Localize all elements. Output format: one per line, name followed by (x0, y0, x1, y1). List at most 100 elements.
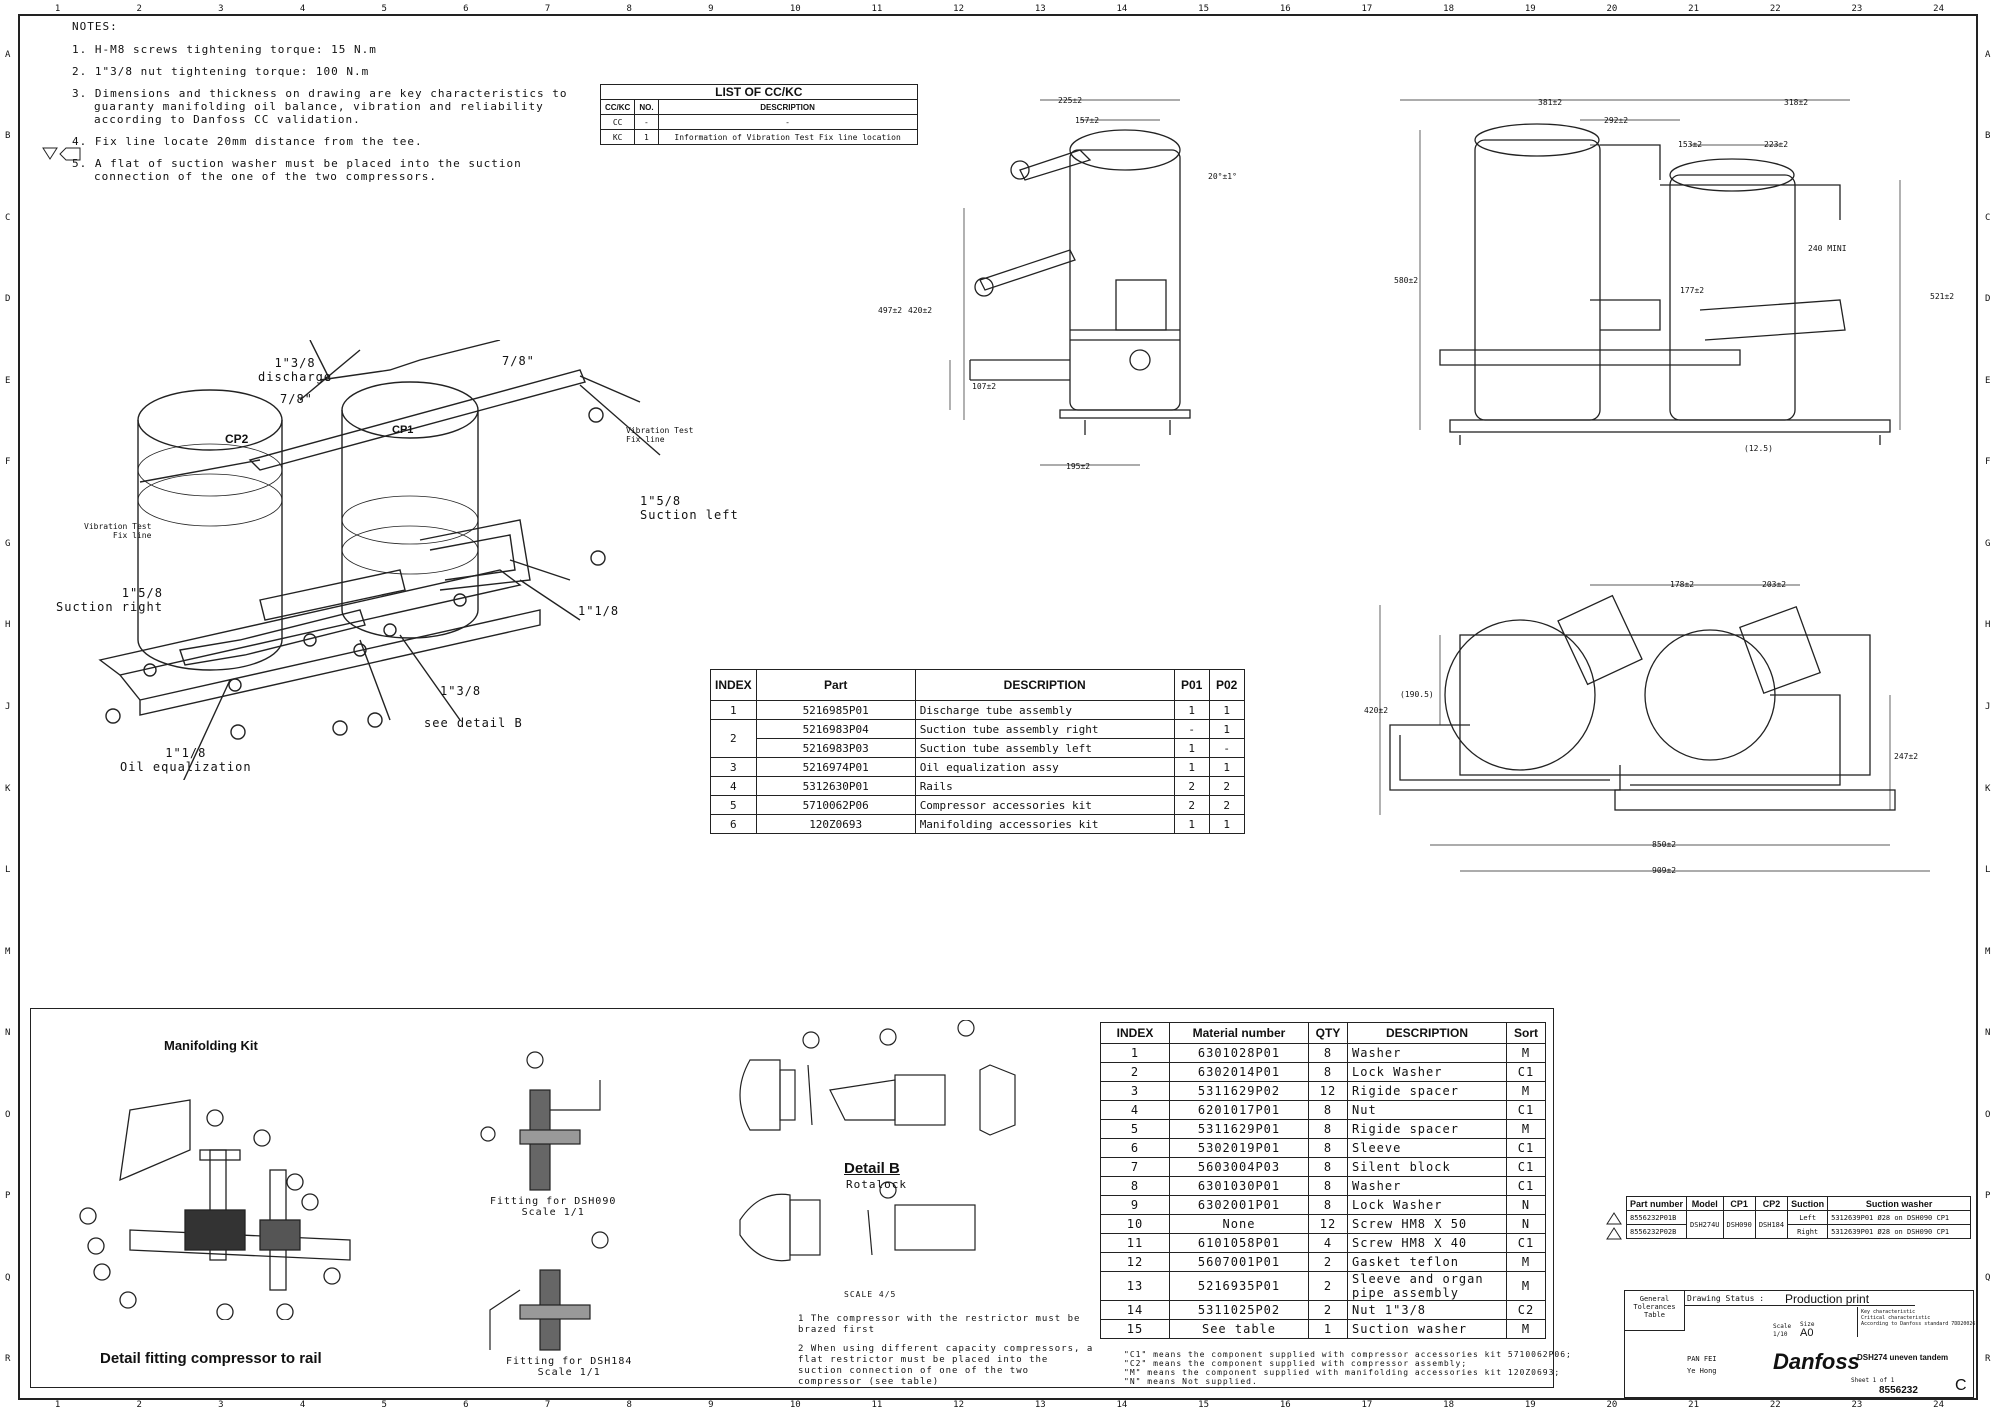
material-cell: 2 (1308, 1300, 1348, 1320)
p02-cell: 1 (1208, 700, 1245, 720)
part-number-table: Part number Model CP1 CP2 Suction Suctio… (1625, 1196, 1972, 1239)
suction-right-label: 1"5/8 Suction right (56, 586, 163, 614)
material-cell: 9 (1100, 1195, 1170, 1215)
suction-left-label: 1"5/8 Suction left (640, 494, 739, 522)
material-cell: 1 (1308, 1319, 1348, 1339)
tube-size-label: 1"1/8 (578, 604, 620, 618)
material-cell: 8 (1100, 1176, 1170, 1196)
material-cell: 6302001P01 (1169, 1195, 1309, 1215)
dimension-381: 381±2 (1538, 98, 1563, 107)
dimension-521: 521±2 (1930, 292, 1955, 301)
material-cell: None (1169, 1214, 1309, 1234)
material-cell: C2 (1506, 1300, 1546, 1320)
material-cell: M (1506, 1043, 1546, 1063)
grid-reference: F (5, 457, 11, 468)
desc-cell: Manifolding accessories kit (914, 814, 1175, 834)
cckc-header: CC/KC (599, 99, 636, 115)
grid-reference: 9 (708, 1400, 714, 1410)
grid-reference: R (1985, 1354, 1991, 1365)
cckc-cell: 1 (634, 129, 659, 145)
manifolding-kit-frame (30, 1008, 1554, 1388)
part-cell: 5216983P03 (755, 738, 916, 758)
dimension-497: 497±2 (878, 306, 903, 315)
dimension-580: 580±2 (1394, 276, 1419, 285)
material-cell: 5603004P03 (1169, 1157, 1309, 1177)
desc-cell: Compressor accessories kit (914, 795, 1175, 815)
grid-reference: 24 (1933, 4, 1944, 14)
dimension-203: 203±2 (1762, 580, 1787, 589)
desc-cell: Discharge tube assembly (914, 700, 1175, 720)
grid-reference: A (5, 49, 11, 60)
drawing-title: DSH274 uneven tandem (1857, 1353, 1949, 1362)
p01-cell: 1 (1173, 738, 1210, 758)
grid-reference: K (1985, 783, 1991, 794)
grid-reference: 11 (871, 1400, 883, 1410)
material-cell: 5 (1100, 1119, 1170, 1139)
drawing-number: 8556232 (1879, 1385, 1918, 1396)
index-header: Part (755, 669, 916, 701)
grid-reference: 3 (218, 4, 224, 14)
kit-note-1: 1 The compressor with the restrictor mus… (798, 1314, 1081, 1335)
index-cell: 5 (710, 795, 757, 815)
grid-reference: B (1985, 131, 1991, 142)
part-cell: 5710062P06 (755, 795, 916, 815)
table-row: 4 5312630P01 Rails 2 2 (710, 776, 1245, 796)
part-cell: 5216974P01 (755, 757, 916, 777)
divider (1685, 1305, 1915, 1306)
grid-reference: 15 (1198, 4, 1209, 14)
index-cell: 6 (710, 814, 757, 834)
dimension-292: 292±2 (1604, 116, 1629, 125)
dimension-240-mini: 240 MINI (1808, 244, 1847, 253)
material-cell: 6 (1100, 1138, 1170, 1158)
cp1-label: CP1 (392, 424, 414, 436)
grid-reference: D (1985, 294, 1991, 305)
note-4: 4. Fix line locate 20mm distance from th… (72, 135, 423, 148)
discharge-label: 1"3/8 discharge (258, 356, 333, 384)
index-cell: 3 (710, 757, 757, 777)
grid-reference: 13 (1034, 4, 1046, 14)
pn-header: Suction washer (1827, 1196, 1972, 1211)
grid-reference: P (1985, 1191, 1991, 1202)
material-cell: Washer (1347, 1176, 1507, 1196)
grid-reference: E (1985, 375, 1991, 386)
material-cell: Sleeve and organ pipe assembly (1347, 1271, 1507, 1301)
grid-reference: 12 (953, 4, 964, 14)
material-cell: Suction washer (1347, 1319, 1507, 1339)
cp2-label: CP2 (225, 432, 249, 446)
grid-reference: 2 (136, 1400, 142, 1410)
grid-reference: 6 (463, 4, 469, 14)
fitting-caption: Detail fitting compressor to rail (100, 1350, 322, 1367)
grid-reference: 18 (1443, 1400, 1454, 1410)
see-detail-label: see detail B (424, 716, 523, 730)
grid-reference: B (5, 131, 11, 142)
material-header: INDEX (1100, 1022, 1170, 1044)
cckc-cell: - (634, 114, 659, 130)
material-cell: Nut (1347, 1100, 1507, 1120)
grid-reference: C (5, 212, 11, 223)
grid-reference: M (5, 946, 11, 957)
material-cell: 14 (1100, 1300, 1170, 1320)
notes-block: NOTES: 1. H-M8 screws tightening torque:… (72, 20, 592, 192)
p02-cell: 2 (1208, 776, 1245, 796)
part-cell: 120Z0693 (755, 814, 916, 834)
index-cell: 4 (710, 776, 757, 796)
grid-reference: L (5, 865, 11, 876)
material-cell: Nut 1"3/8 (1347, 1300, 1507, 1320)
pn-cell: 8556232P01B (1625, 1210, 1688, 1225)
material-cell: 8 (1308, 1195, 1348, 1215)
material-header: Sort (1506, 1022, 1546, 1044)
material-cell: 12 (1308, 1081, 1348, 1101)
rail-fitting-detail (79, 1099, 351, 1320)
material-cell: Lock Washer (1347, 1195, 1507, 1215)
p02-cell: - (1208, 738, 1245, 758)
pn-header: CP2 (1754, 1196, 1789, 1211)
part-cell: 5216983P04 (755, 719, 916, 739)
pn-cell: Left (1787, 1210, 1829, 1225)
material-footnotes: "C1" means the component supplied with c… (1124, 1350, 1572, 1386)
note-2: 2. 1"3/8 nut tightening torque: 100 N.m (72, 65, 370, 78)
designer: PAN FEI (1687, 1355, 1717, 1363)
dimension-20deg: 20°±1° (1208, 172, 1237, 181)
